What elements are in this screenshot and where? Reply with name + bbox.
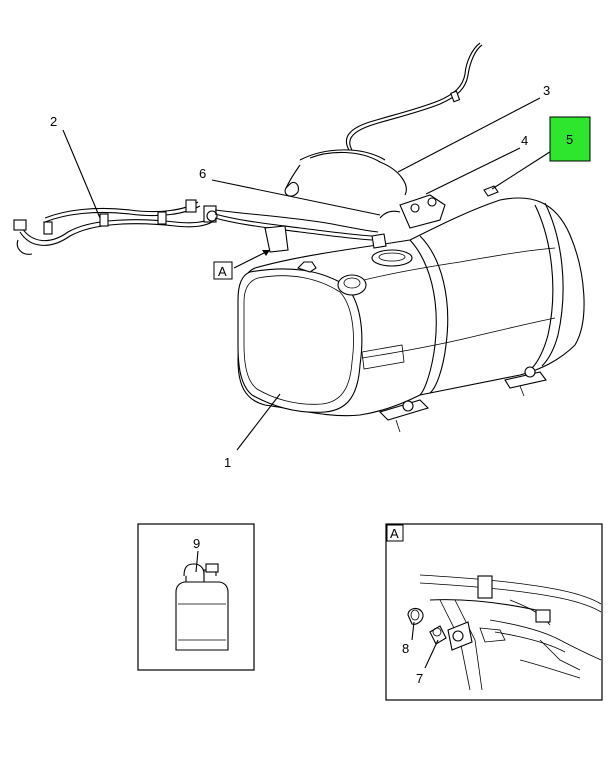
callout-1: 1 — [224, 455, 231, 470]
hose-harness-left — [13, 199, 379, 255]
detail-box-container — [137, 523, 255, 671]
fuel-tank — [237, 185, 585, 433]
callout-4: 4 — [521, 133, 528, 148]
view-a-ref-label: A — [218, 264, 227, 279]
callout-3: 3 — [543, 83, 550, 98]
view-a-detail-label: A — [390, 526, 399, 541]
callout-9: 9 — [193, 536, 200, 551]
leader-lines — [62, 97, 557, 451]
view-a-ref-box — [213, 261, 233, 280]
fuel-line-upper — [284, 42, 483, 197]
callout-6: 6 — [199, 166, 206, 181]
highlight-box-5[interactable] — [549, 116, 591, 162]
detail-view-a — [385, 523, 603, 701]
callout-5[interactable]: 5 — [566, 132, 573, 147]
callout-8: 8 — [402, 641, 409, 656]
callout-2: 2 — [50, 114, 57, 129]
callout-7: 7 — [416, 671, 423, 686]
